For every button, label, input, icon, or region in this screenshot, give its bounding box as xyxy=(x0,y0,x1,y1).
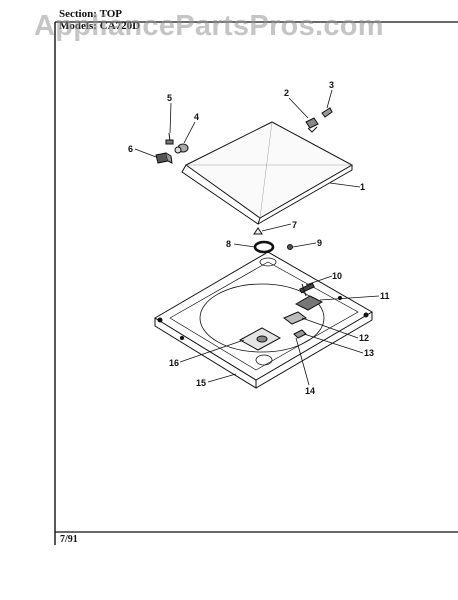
base-top-frame xyxy=(154,251,373,389)
callout-16: 16 xyxy=(169,358,179,368)
callout-8: 8 xyxy=(226,239,231,249)
lid-switch-assembly xyxy=(283,282,324,339)
callout-2: 2 xyxy=(284,88,289,98)
watermark-text: AppliancePartsPros.com xyxy=(34,10,384,42)
callout-3: 3 xyxy=(329,80,334,90)
callout-11: 11 xyxy=(380,291,390,301)
footer-date: 7/91 xyxy=(60,534,78,545)
callout-13: 13 xyxy=(364,348,374,358)
callout-1: 1 xyxy=(360,182,365,192)
gasket-ring-part xyxy=(253,240,275,254)
callout-7: 7 xyxy=(292,220,297,230)
agitator-cap-part xyxy=(238,327,282,351)
section-label: Section: xyxy=(59,8,97,20)
section-value: TOP xyxy=(99,8,122,20)
callout-14: 14 xyxy=(305,386,315,396)
switch-part xyxy=(155,152,173,164)
screw-part-small xyxy=(287,244,293,250)
callout-4: 4 xyxy=(194,112,199,122)
bumper-part xyxy=(174,143,189,154)
cap-part xyxy=(253,227,263,235)
section-header: Section: TOP Models: CA720D xyxy=(59,8,140,32)
hinge-part xyxy=(305,117,319,133)
page-frame xyxy=(54,21,458,545)
screw-part xyxy=(165,132,174,145)
callout-6: 6 xyxy=(128,144,133,154)
callout-12: 12 xyxy=(359,333,369,343)
model-row: Models: CA720D xyxy=(59,20,140,32)
callout-numbers: 1 2 3 4 5 6 7 8 9 10 11 12 13 14 15 16 xyxy=(128,80,390,396)
callout-9: 9 xyxy=(317,238,322,248)
model-value: CA720D xyxy=(99,20,141,32)
section-row: Section: TOP xyxy=(59,8,140,20)
leader-lines xyxy=(134,89,380,386)
callout-15: 15 xyxy=(196,378,206,388)
model-label: Models: xyxy=(59,20,97,32)
callout-10: 10 xyxy=(332,271,342,281)
callout-5: 5 xyxy=(167,93,172,103)
top-lid-panel xyxy=(181,121,354,225)
clip-part xyxy=(321,107,333,118)
